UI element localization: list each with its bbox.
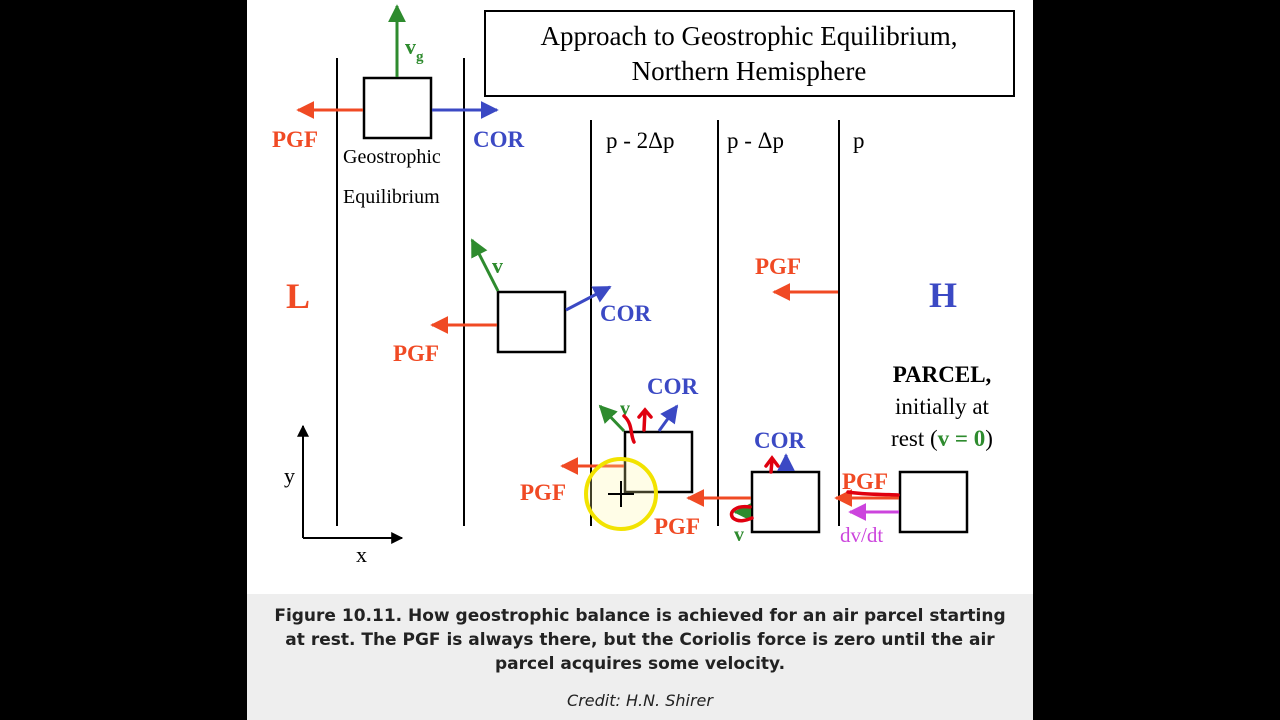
cor-label-stage-2: COR xyxy=(647,374,699,399)
annotation-mark-3 xyxy=(764,455,780,474)
title-line-2: Northern Hemisphere xyxy=(632,56,867,86)
vg-label: vg xyxy=(405,34,424,65)
geostrophic-label-1: Geostrophic xyxy=(343,146,441,168)
v-label-stage-2: v xyxy=(620,398,630,420)
pgf-label-top: PGF xyxy=(755,254,801,279)
parcel-title: PARCEL, xyxy=(893,362,992,387)
cor-label-geostrophic: COR xyxy=(473,127,525,152)
parcel-stage-3 xyxy=(496,290,567,354)
annotation-mark-1 xyxy=(622,414,636,444)
cor-arrow-stage-3 xyxy=(565,285,612,312)
isobar-label-p-dp: p - Δp xyxy=(727,128,784,153)
v-arrow-stage-3 xyxy=(470,238,500,292)
pgf-label-stage-1: PGF xyxy=(654,514,700,539)
annotation-mark-4 xyxy=(729,504,754,523)
geostrophic-label-2: Equilibrium xyxy=(343,186,440,208)
figure-credit: Credit: H.N. Shirer xyxy=(567,691,713,710)
pgf-label-geostrophic: PGF xyxy=(272,127,318,152)
parcel-line-3: rest (v = 0) xyxy=(891,426,993,451)
v-label-stage-3: v xyxy=(492,253,503,278)
crosshair-cursor-icon xyxy=(608,481,634,507)
parcel-geostrophic xyxy=(362,76,433,140)
cor-arrow-stage-2 xyxy=(657,404,679,432)
title-box xyxy=(484,10,1015,97)
parcel-line-2: initially at xyxy=(895,394,990,419)
isobar-label-p-2dp: p - 2Δp xyxy=(606,128,674,153)
annotation-mark-5 xyxy=(846,490,900,497)
pgf-label-initial: PGF xyxy=(842,469,888,494)
figure-caption: Figure 10.11. How geostrophic balance is… xyxy=(274,606,1006,674)
title-line-1: Approach to Geostrophic Equilibrium, xyxy=(541,21,958,51)
parcel-stage-1 xyxy=(750,470,821,534)
annotation-mark-2 xyxy=(637,407,653,432)
pgf-label-stage-3: PGF xyxy=(393,341,439,366)
v-arrow-stage-2 xyxy=(598,404,626,433)
cor-label-stage-1: COR xyxy=(754,428,806,453)
pgf-label-stage-2: PGF xyxy=(520,480,566,505)
low-pressure-label: L xyxy=(286,276,310,316)
v-label-stage-1: v xyxy=(734,524,744,546)
y-axis-label: y xyxy=(284,463,295,488)
high-pressure-label: H xyxy=(929,275,957,315)
parcel-initial xyxy=(898,470,969,534)
dvdt-label: dv/dt xyxy=(840,523,883,547)
x-axis-label: x xyxy=(356,542,367,567)
cor-label-stage-3: COR xyxy=(600,301,652,326)
caption-area xyxy=(247,594,1033,720)
isobar-label-p: p xyxy=(853,128,865,153)
